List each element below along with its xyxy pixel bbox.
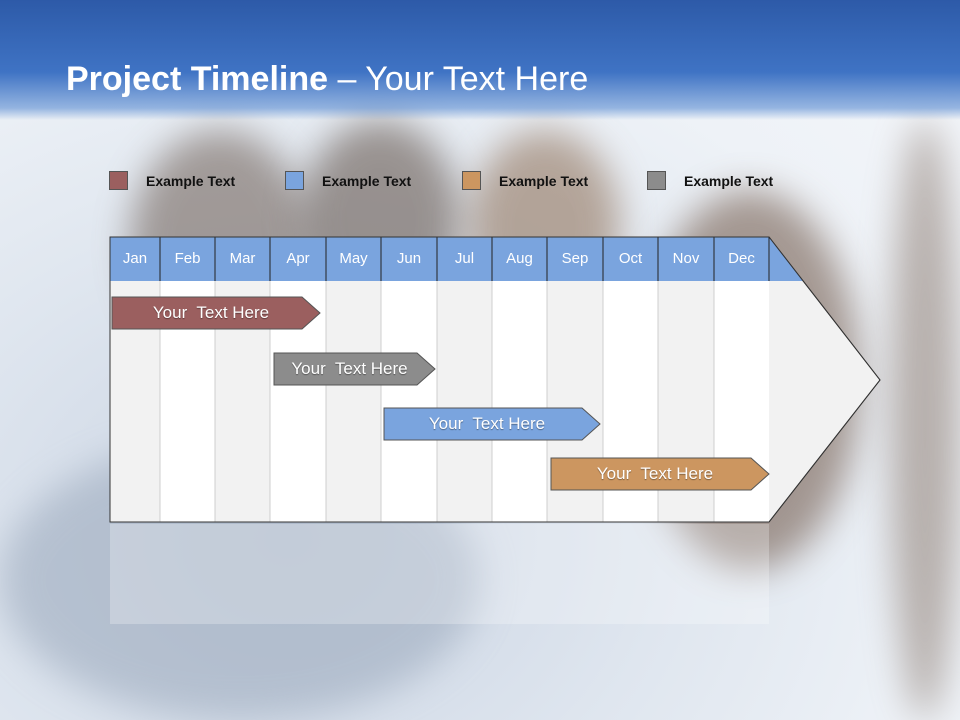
month-header-jun: Jun — [396, 250, 422, 267]
legend-item: Example Text — [647, 171, 773, 190]
month-header-nov: Nov — [672, 250, 700, 267]
task-arrow[interactable] — [273, 352, 436, 386]
month-header-may: May — [339, 250, 368, 267]
month-column — [492, 281, 547, 522]
page-title: Project Timeline – Your Text Here — [66, 60, 589, 98]
task-label[interactable]: Your Text Here — [428, 414, 546, 433]
task-arrow[interactable] — [550, 457, 770, 491]
header-band — [110, 237, 803, 281]
legend-item: Example Text — [462, 171, 588, 190]
task-label[interactable]: Your Text Here — [291, 359, 408, 378]
legend-swatch — [462, 171, 481, 190]
legend-item: Example Text — [109, 171, 235, 190]
month-header-aug: Aug — [506, 250, 533, 267]
month-header-sep: Sep — [561, 250, 589, 267]
task-label[interactable]: Your Text Here — [152, 303, 270, 322]
legend-item: Example Text — [285, 171, 411, 190]
background-photo — [890, 120, 960, 720]
reflection — [110, 524, 769, 624]
task-arrow[interactable] — [383, 407, 601, 441]
month-column — [437, 281, 492, 522]
legend-swatch — [647, 171, 666, 190]
month-column — [326, 281, 381, 522]
month-header-jan: Jan — [122, 250, 148, 267]
title-banner — [0, 0, 960, 120]
month-header-apr: Apr — [286, 250, 310, 267]
task-arrow[interactable] — [111, 296, 321, 330]
legend-swatch — [285, 171, 304, 190]
month-header-feb: Feb — [174, 250, 201, 267]
month-header-jul: Jul — [454, 250, 475, 267]
month-column — [381, 281, 437, 522]
task-label[interactable]: Your Text Here — [596, 464, 714, 483]
month-header-dec: Dec — [728, 250, 755, 267]
legend-swatch — [109, 171, 128, 190]
month-header-oct: Oct — [618, 250, 643, 267]
month-header-mar: Mar — [229, 250, 256, 267]
chevron-outline — [109, 236, 881, 523]
